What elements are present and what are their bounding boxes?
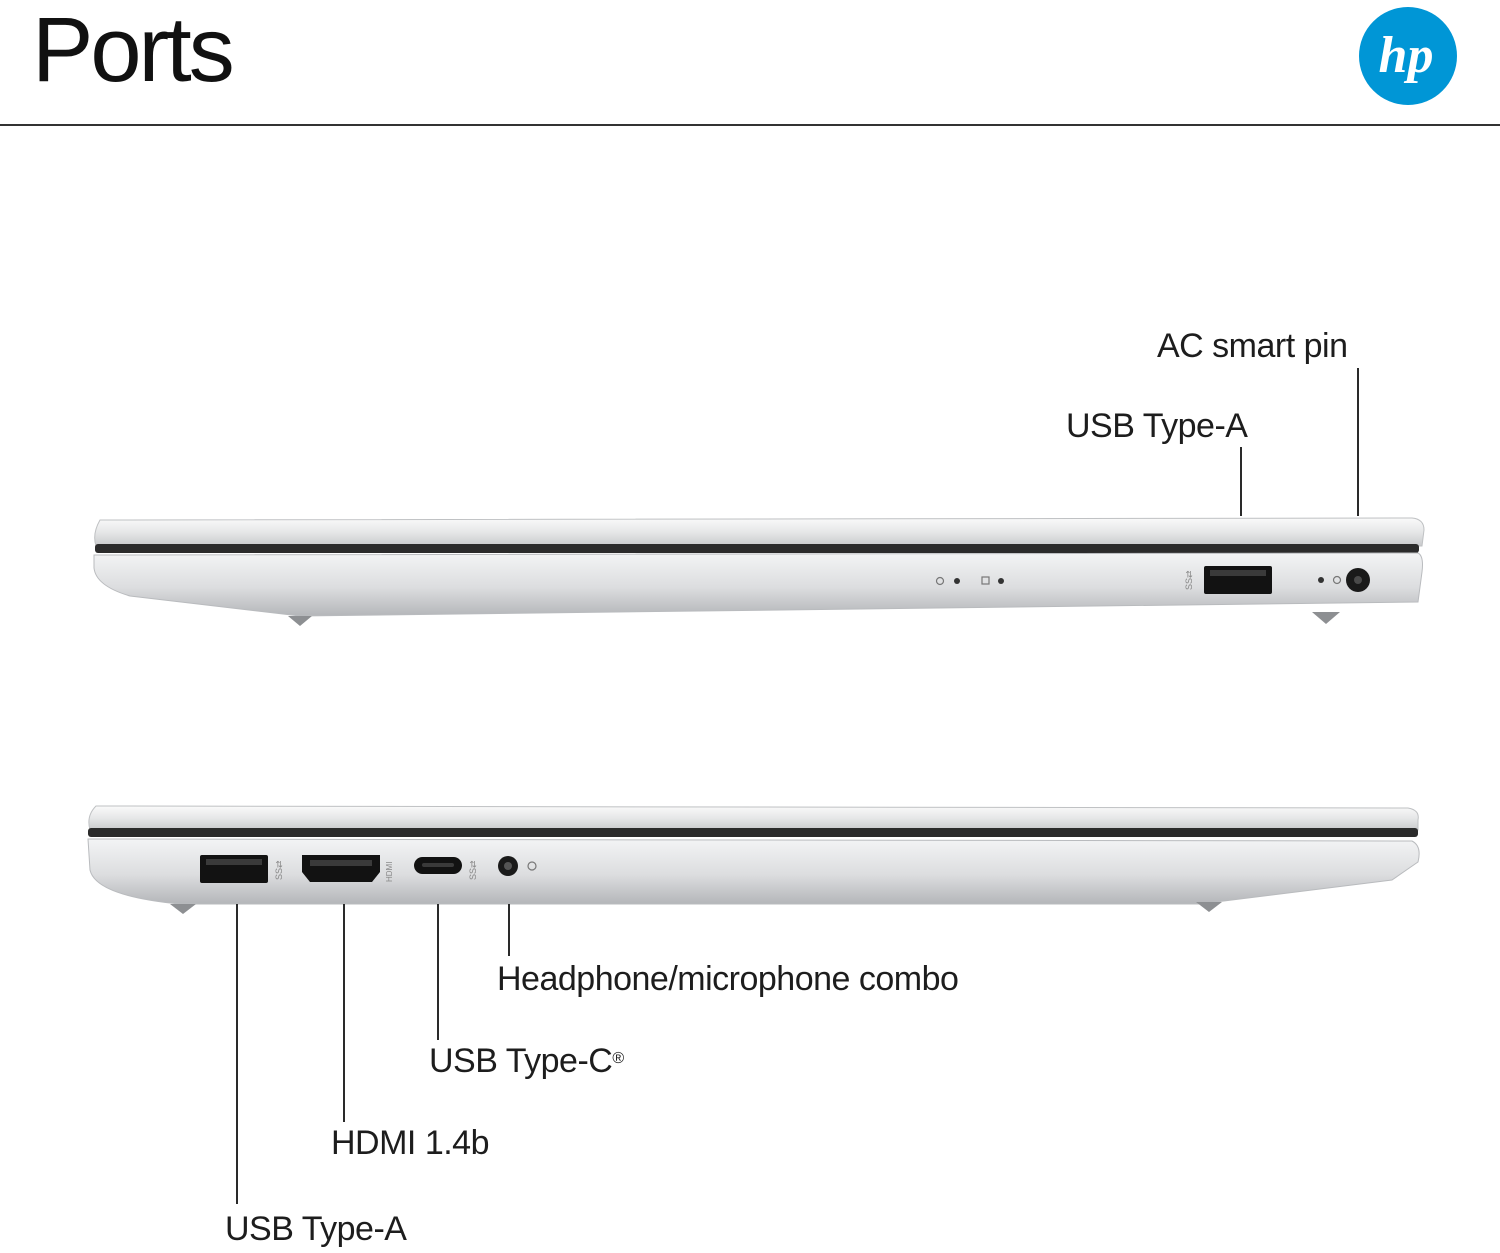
left-foot-left [170,904,196,914]
usb-type-c-text: USB Type-C [429,1042,613,1080]
header-divider [0,124,1500,126]
audio-jack-center [504,862,512,870]
power-led-dot [954,578,960,584]
hp-logo-text: hp [1379,27,1434,84]
hdmi-port-inner [310,860,372,866]
label-usb-type-a-right: USB Type-A [1066,407,1248,445]
usb-a-port-tongue [206,859,262,865]
leader-headphone [508,904,510,956]
label-usb-type-c: USB Type-C® [429,1041,624,1081]
hdmi-mark: HDMI [385,862,394,882]
right-base [93,552,1423,617]
drive-led-icon [981,576,990,585]
power-led-icon [935,576,945,586]
leader-usb-a-right [1240,447,1242,516]
hdmi-port-icon [302,855,380,882]
left-lid [88,805,1419,831]
laptop-right-side-view: SS⇄ [93,517,1425,626]
label-usb-type-a-left: USB Type-A [225,1210,407,1248]
label-headphone-mic-combo: Headphone/microphone combo [497,960,959,998]
hp-logo-icon: hp [1359,7,1457,105]
usb-c-ss-mark: SS⇄ [468,860,478,880]
leader-usb-c [437,904,439,1040]
usb-ss-mark-left: SS⇄ [274,860,284,880]
leader-usb-a-left [236,904,238,1204]
left-seam [88,828,1418,837]
headset-icon [527,861,537,871]
right-lid [94,517,1425,547]
label-ac-smart-pin: AC smart pin [1157,327,1348,365]
usb-c-port-inner [422,863,454,867]
registered-mark: ® [612,1050,624,1067]
charge-led-icon [1318,577,1324,583]
charge-led-outline [1332,575,1342,585]
usb-ss-mark: SS⇄ [1184,570,1194,590]
left-base [87,838,1420,905]
page-title: Ports [32,0,235,101]
left-foot-right [1196,902,1222,912]
leader-hdmi [343,904,345,1122]
drive-led-dot [998,578,1004,584]
laptop-left-side-view: SS⇄ HDMI SS⇄ [87,805,1420,914]
label-hdmi: HDMI 1.4b [331,1124,490,1162]
ac-smart-pin-center [1354,576,1362,584]
right-seam [95,544,1419,553]
usb-a-port-tongue [1210,570,1266,576]
leader-ac-smart-pin [1357,368,1359,516]
right-foot-right [1312,612,1340,624]
right-foot-left [288,616,312,626]
